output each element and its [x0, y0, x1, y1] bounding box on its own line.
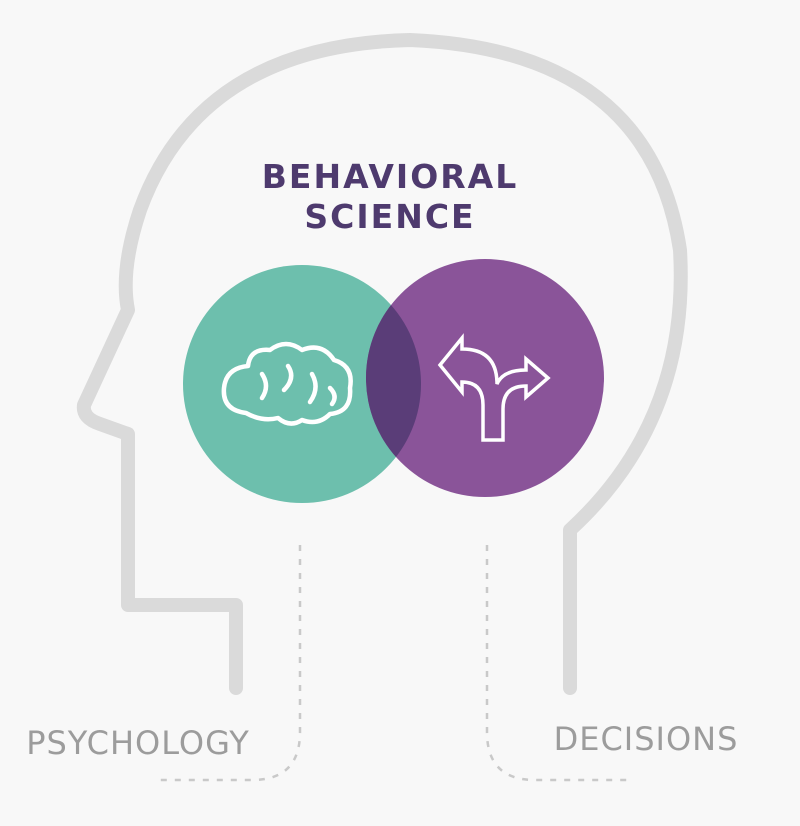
brain-icon — [221, 341, 353, 426]
title-line-1: BEHAVIORAL — [262, 157, 518, 196]
split-arrows-icon — [437, 333, 551, 442]
decisions-label: DECISIONS — [554, 720, 739, 758]
left-dotted-connector — [155, 545, 302, 782]
title-line-2: SCIENCE — [304, 197, 475, 236]
decisions-circle — [366, 259, 604, 497]
psychology-circle — [183, 265, 421, 503]
psychology-label: PSYCHOLOGY — [26, 724, 250, 762]
right-dotted-connector — [485, 545, 628, 782]
head-outline — [76, 33, 688, 695]
